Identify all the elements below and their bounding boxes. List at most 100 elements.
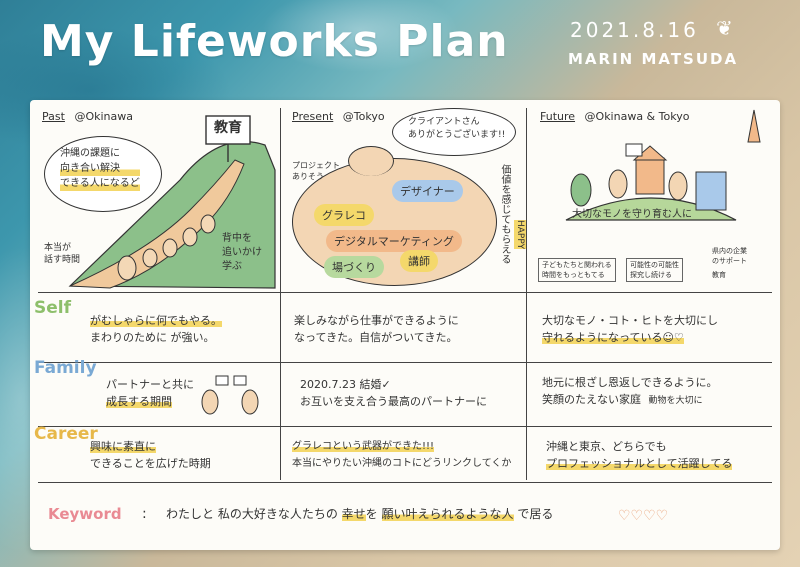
cell-present-career: グラレコという武器ができた!!! 本当にやりたい沖縄のコトにどうリンクしてくか [292, 438, 511, 472]
card-line: 県内の企業 [712, 247, 747, 255]
cell-line: グラレコという武器ができた!!! [292, 441, 435, 452]
cell-line: 成長する期間 [106, 395, 172, 408]
date-label: 2021.8.16 [570, 18, 699, 42]
bubble-line: 向き合い解決 [60, 161, 140, 176]
row-divider [38, 482, 772, 483]
column-label: Past [42, 110, 65, 123]
keyword-colon: : [142, 506, 147, 522]
present-speech: クライアントさん ありがとうございます!! [408, 116, 505, 142]
note-line: プロジェクト [292, 161, 340, 170]
cell-future-career: 沖縄と東京、どちらでも プロフェッショナルとして活躍してる [546, 438, 733, 472]
future-illustration [565, 109, 761, 221]
speech-line: ありがとうございます!! [408, 130, 506, 140]
cell-line: がむしゃらに何でもやる。 [90, 314, 222, 327]
cell-line: 興味に素直に [90, 440, 156, 453]
skill-tag: デザイナー [392, 180, 463, 202]
keyword-text: わたしと 私の大好きな人たちの 幸せを 願い叶えられるような人 で居る [166, 506, 553, 523]
cell-line: 2020.7.23 結婚✓ [300, 378, 391, 391]
future-card-right: 県内の企業 のサポート 教育 [712, 246, 747, 280]
present-small-note: プロジェクト ありそう [292, 160, 340, 182]
cell-future-self: 大切なモノ・コト・ヒトを大切にし 守れるようになっている☺♡ [542, 312, 718, 346]
past-bubble-text: 沖縄の課題に 向き合い解決 できる人になるど [60, 146, 140, 191]
cell-line: 地元に根ざし恩返しできるように。 [542, 376, 718, 389]
skill-tag: デジタルマーケティング [326, 230, 462, 252]
present-character-head [348, 146, 394, 176]
cell-line: パートナーと共に [106, 378, 194, 391]
cell-future-family: 地元に根ざし恩返しできるように。 笑顔のたえない家庭 動物を大切に [542, 374, 717, 410]
plan-board: Past @Okinawa Present @Tokyo Future @Oki… [30, 100, 780, 550]
speech-line: クライアントさん [408, 117, 480, 127]
column-place: @Tokyo [342, 110, 385, 123]
bubble-line: できる人になるど [60, 176, 140, 191]
cell-line: 笑顔のたえない家庭 [542, 393, 641, 406]
note-line: 背中を [222, 233, 252, 244]
cell-line: 守れるようになっている☺♡ [542, 331, 684, 344]
row-divider [38, 426, 772, 427]
keyword-part: を [365, 507, 378, 521]
column-divider [280, 108, 281, 480]
keyword-highlight: 幸せ [341, 507, 366, 521]
cell-line: 大切なモノ・コト・ヒトを大切にし [542, 314, 718, 327]
row-label-career: Career [34, 424, 98, 444]
skill-tag: 場づくり [324, 256, 384, 278]
future-card-left: 子どもたちと関われる 時間をもっともてる [538, 258, 616, 282]
couple-illustration [201, 375, 259, 415]
column-divider [526, 108, 527, 480]
bubble-line: 沖縄の課題に [60, 148, 120, 159]
cell-line: 沖縄と東京、どちらでも [546, 440, 667, 453]
present-side-text: 価値を感じてもらえる [499, 164, 510, 264]
cell-line: 楽しみながら仕事ができるように [294, 314, 459, 327]
cell-line: 本当にやりたい沖縄のコトにどうリンクしてくか [292, 458, 512, 469]
card-line: 子どもたちと関われる [542, 261, 612, 269]
column-label: Present [292, 110, 334, 123]
note-line: 追いかけ [222, 247, 262, 258]
cell-past-family: パートナーと共に 成長する期間 [106, 376, 194, 410]
author-name: MARIN MATSUDA [568, 50, 739, 68]
cell-line: まわりのために が強い。 [90, 331, 215, 344]
column-place: @Okinawa [74, 110, 133, 123]
row-divider [38, 292, 772, 293]
skill-tag: 講師 [400, 250, 438, 272]
row-divider [38, 362, 772, 363]
cell-line: できることを広げた時期 [90, 457, 211, 470]
cell-past-career: 興味に素直に できることを広げた時期 [90, 438, 211, 472]
page-title: My Lifeworks Plan [40, 16, 509, 67]
keyword-part: で居る [517, 507, 554, 521]
row-label-self: Self [34, 298, 71, 318]
education-sign: 教育 [214, 120, 242, 136]
cell-present-family: 2020.7.23 結婚✓ お互いを支え合う最高のパートナーに [300, 376, 487, 410]
globe-caption: 大切なモノを守り育む人に [572, 209, 692, 220]
note-line: 本当が [44, 243, 72, 253]
speech-bubble [392, 108, 516, 156]
column-place: @Okinawa & Tokyo [584, 110, 690, 123]
card-line: 可能性の可能性 [630, 261, 679, 269]
cell-line: お互いを支え合う最高のパートナーに [300, 395, 487, 408]
keyword-highlight: 願い叶えられるような人 [381, 507, 514, 521]
note-line: 話す時間 [44, 255, 81, 265]
happy-label: HAPPY [514, 220, 526, 250]
keyword-label: Keyword [48, 505, 122, 523]
past-illustration [68, 115, 276, 289]
note-line: ありそう [292, 172, 324, 181]
skill-tag: グラレコ [314, 204, 374, 226]
keyword-part: わたしと 私の大好きな人たちの [166, 507, 338, 521]
future-card-mid: 可能性の可能性 探究し続ける [626, 258, 683, 282]
card-line: のサポート [712, 257, 747, 265]
card-line: 探究し続ける [630, 271, 672, 279]
column-label: Future [540, 110, 576, 123]
past-right-note: 背中を 追いかけ 学ぶ [222, 232, 262, 274]
cell-present-self: 楽しみながら仕事ができるように なってきた。自信がついてきた。 [294, 312, 459, 346]
cell-line: プロフェッショナルとして活躍してる [546, 457, 733, 470]
cell-past-self: がむしゃらに何でもやる。 まわりのために が強い。 [90, 312, 222, 346]
note-line: 学ぶ [222, 261, 242, 272]
column-header-present: Present @Tokyo [292, 110, 385, 123]
card-line: 教育 [712, 271, 726, 279]
sprout-icon: ❦ [716, 16, 733, 40]
card-line: 時間をもっともてる [542, 271, 605, 279]
heart-icons: ♡♡♡♡ [618, 508, 669, 524]
row-label-family: Family [34, 358, 97, 378]
cell-line: なってきた。自信がついてきた。 [294, 331, 458, 344]
past-left-note: 本当が 話す時間 [44, 242, 80, 266]
column-header-future: Future @Okinawa & Tokyo [540, 110, 689, 123]
column-header-past: Past @Okinawa [42, 110, 133, 123]
